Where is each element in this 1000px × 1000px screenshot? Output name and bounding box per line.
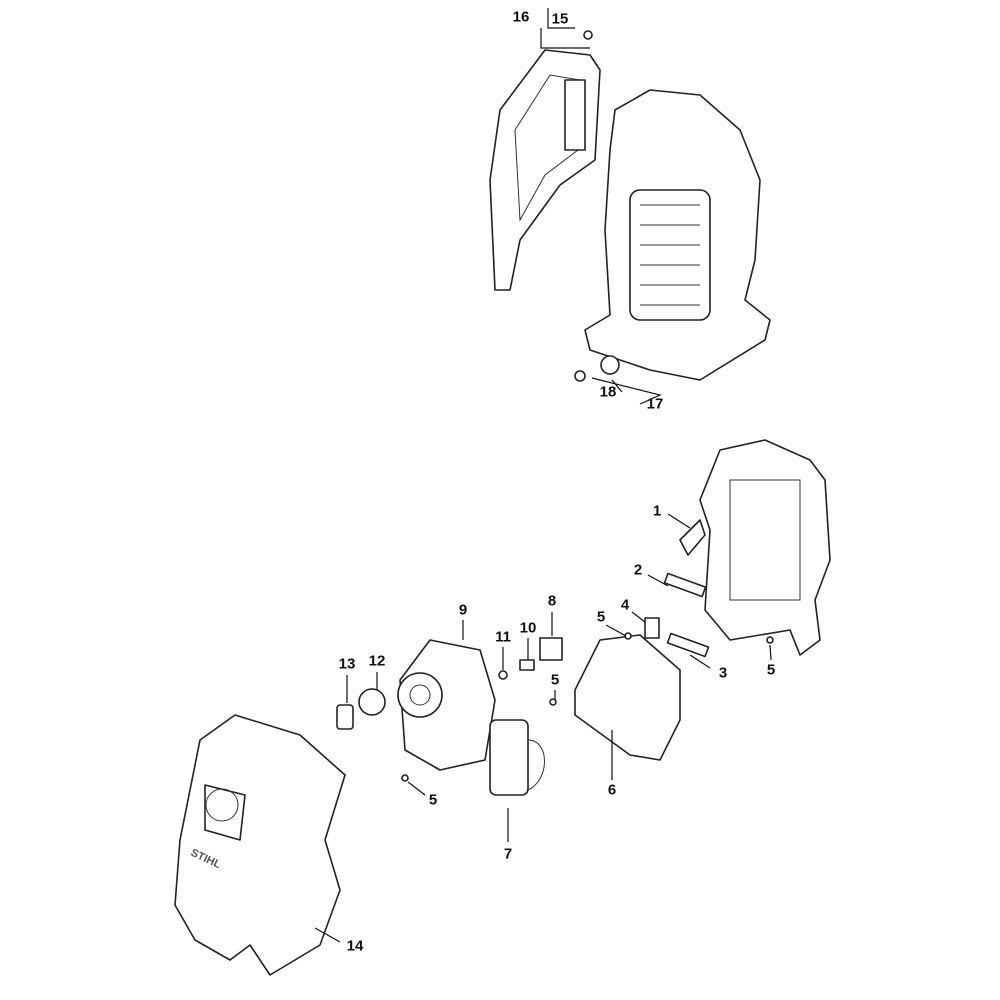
part-4-clip (644, 617, 660, 639)
part-16-handle (489, 49, 601, 291)
part-1-frame (679, 439, 831, 656)
callout-5: 5 (596, 608, 606, 626)
callout-4: 4 (620, 596, 630, 614)
part-14-shell: STIHL (174, 714, 346, 976)
callout-9: 9 (458, 601, 468, 619)
motor-housing (574, 89, 771, 382)
part-15-spring (583, 30, 593, 40)
part-11-ring (498, 670, 508, 680)
callout-7: 7 (503, 845, 513, 863)
callout-5: 5 (550, 671, 560, 689)
callout-5: 5 (766, 661, 776, 679)
part-7-capacitor (489, 719, 529, 796)
leader-lines (314, 8, 772, 943)
callout-6: 6 (607, 781, 617, 799)
part-10-connector (519, 659, 535, 671)
part-8-switch (539, 637, 563, 661)
callout-3: 3 (718, 664, 728, 682)
callout-14: 14 (346, 937, 364, 955)
callout-18: 18 (599, 383, 617, 401)
callout-2: 2 (633, 561, 643, 579)
part-13-cap (336, 704, 354, 730)
callout-17: 17 (646, 395, 664, 413)
screws (401, 632, 774, 782)
part-9-cover (397, 639, 496, 771)
callout-5: 5 (428, 791, 438, 809)
part-3-pad (666, 632, 710, 658)
callout-11: 11 (495, 628, 511, 646)
callout-13: 13 (338, 655, 356, 673)
part-6-bracket (574, 634, 681, 761)
callout-10: 10 (519, 619, 537, 637)
part-12-knob (358, 688, 386, 716)
callout-15: 15 (551, 10, 569, 28)
callout-12: 12 (368, 652, 386, 670)
part-2-pad (663, 572, 707, 598)
callout-1: 1 (652, 502, 662, 520)
callout-8: 8 (547, 592, 557, 610)
callout-16: 16 (512, 8, 530, 26)
